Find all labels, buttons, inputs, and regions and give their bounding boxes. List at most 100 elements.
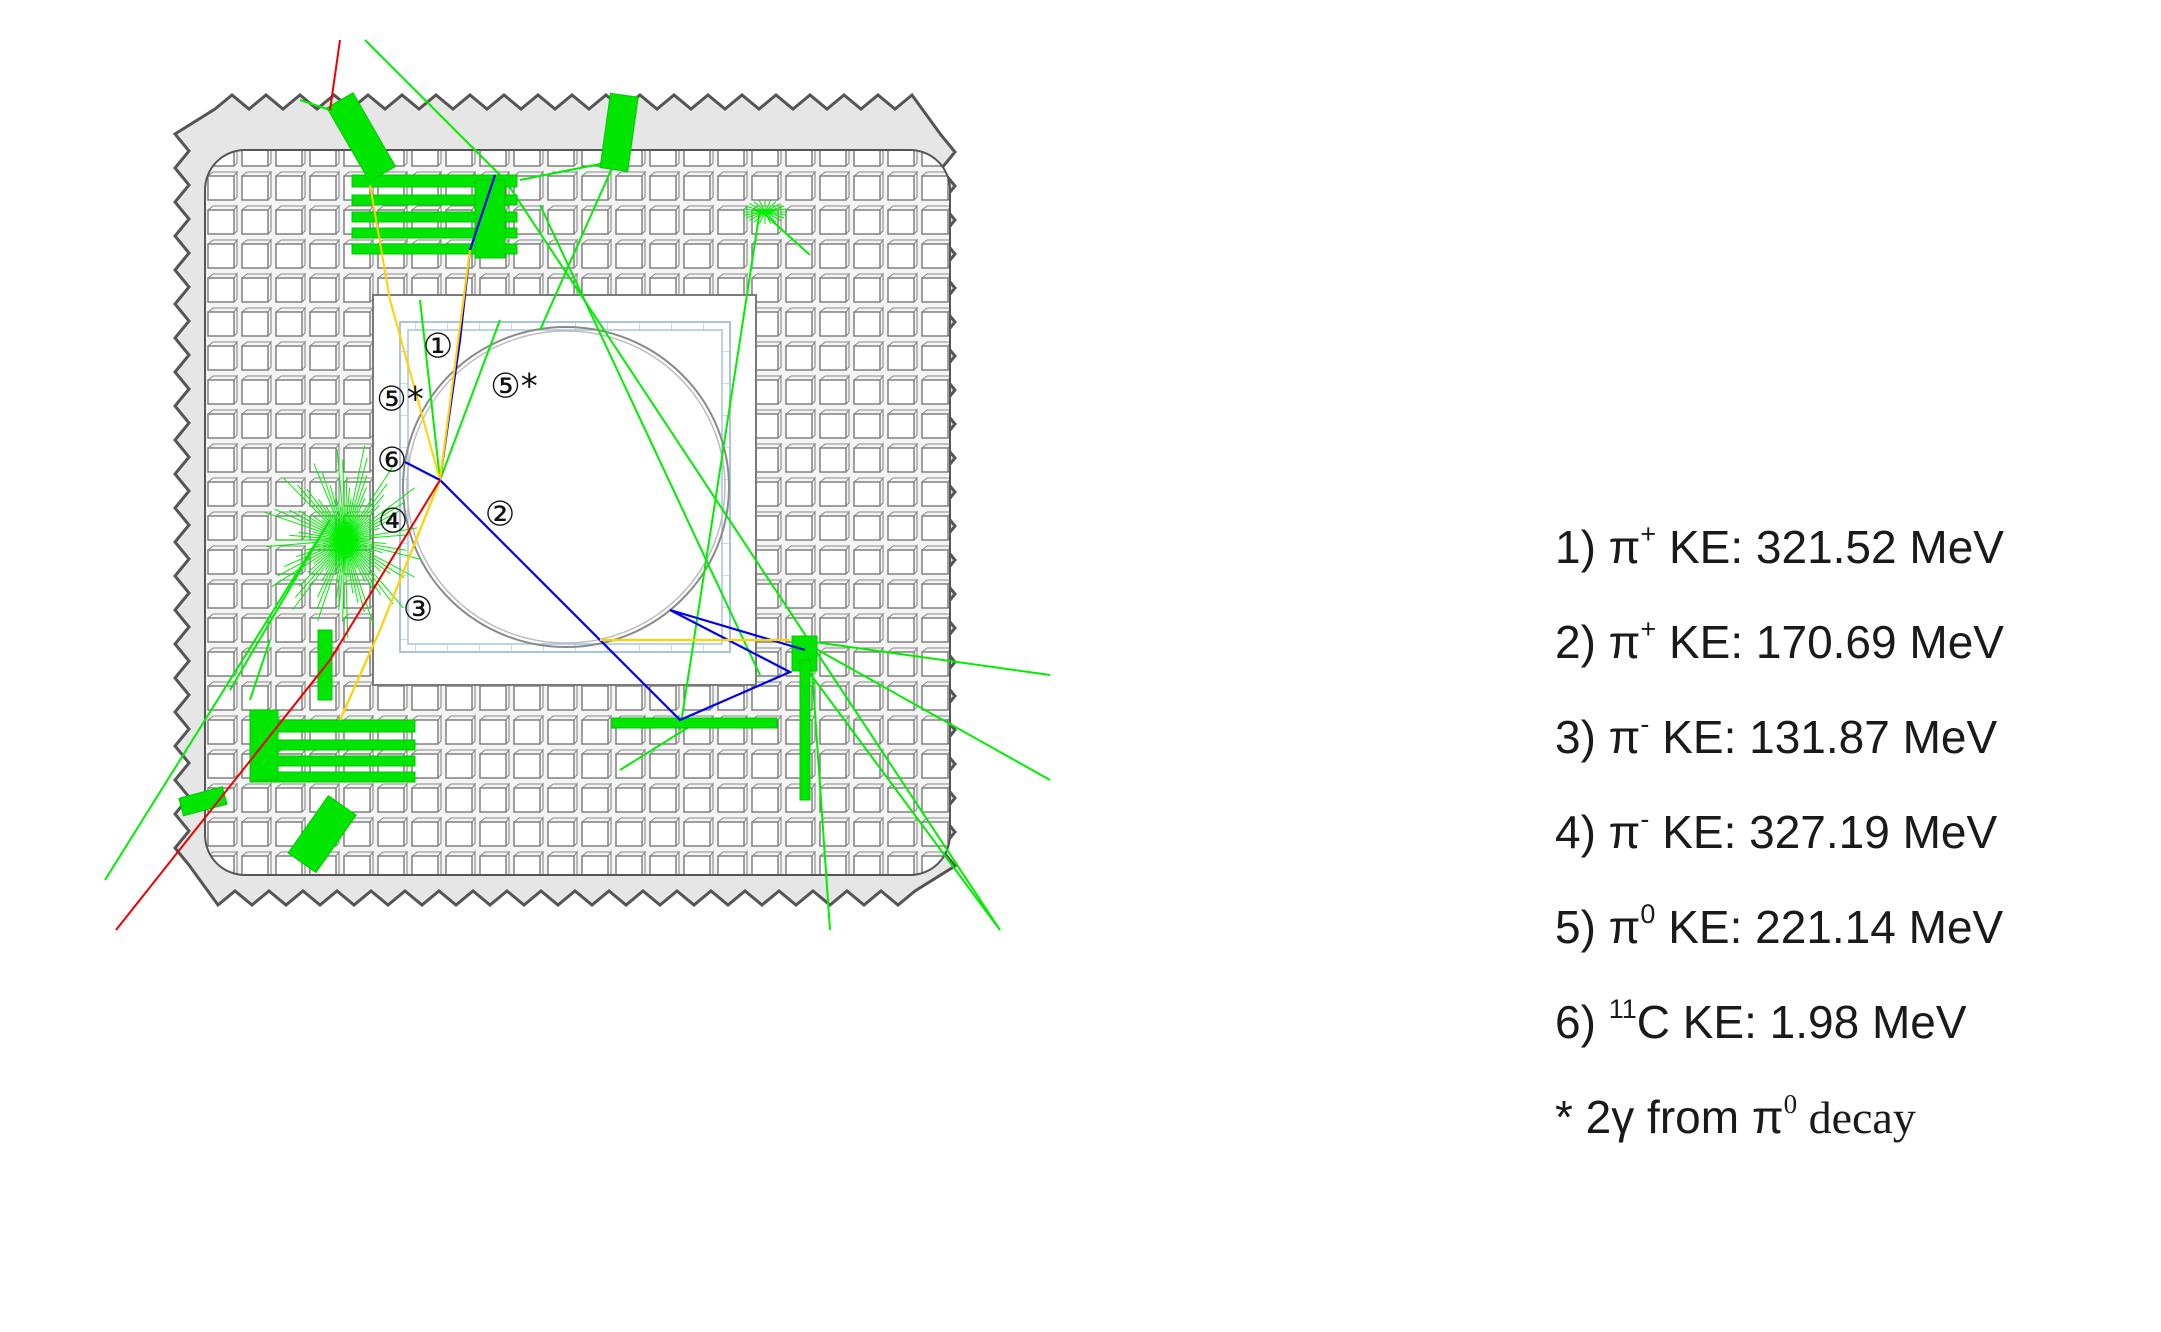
legend-item: 3) π- KE: 131.87 MeV [1555, 709, 1998, 764]
shower-spray-line [313, 463, 346, 541]
photon-track-line [249, 639, 271, 701]
photon-track-line [799, 639, 1051, 676]
track-tag-2: ② [485, 495, 515, 535]
photon-track-line [539, 149, 621, 331]
shower-spray-line [336, 539, 346, 571]
shower-spray-line [344, 510, 400, 541]
shower-spray-line [344, 539, 386, 544]
shower-spray-line [342, 459, 346, 541]
shower-spray-line [745, 205, 766, 213]
shower-spray-line [344, 539, 349, 639]
shower-spray-line [764, 203, 781, 213]
shower-spray-line [749, 211, 766, 221]
shower-spray-line [336, 449, 346, 541]
shower-spray-line [743, 208, 766, 213]
shower-spray-line [745, 211, 766, 219]
shower-spray-line [344, 475, 368, 541]
shower-spray-line [764, 211, 785, 219]
shower-spray-line [316, 539, 346, 610]
shower-spray-line [271, 539, 346, 588]
track-tag-1: ① [423, 327, 453, 367]
shower-spray-line [344, 483, 388, 541]
shower-spray-line [338, 539, 346, 611]
shower-spray-line [329, 485, 346, 541]
photon-track-line [679, 209, 761, 731]
shower-spray-line [344, 539, 374, 553]
shower-spray-line [277, 539, 346, 577]
shower-spray-line [344, 539, 373, 590]
shower-spray-line [298, 510, 346, 541]
shower-spray-line [344, 487, 351, 541]
shower-spray-line [344, 539, 365, 613]
shower-spray-line [303, 539, 346, 551]
shower-spray-line [274, 508, 346, 541]
shower-spray-line [764, 211, 772, 224]
shower-spray-line [335, 539, 346, 600]
legend-item: * 2γ from π0 decay [1555, 1089, 1916, 1144]
legend-item: 4) π- KE: 327.19 MeV [1555, 804, 1998, 859]
shower-spray-line [344, 466, 393, 541]
shower-spray-line [283, 477, 346, 541]
shower-spray-line [264, 511, 346, 541]
track-tag-4: ④ [378, 502, 408, 542]
shower-spray-line [344, 527, 418, 541]
shower-spray-line [283, 539, 346, 568]
shower-spray-line [344, 476, 348, 541]
shower-spray-line [342, 539, 346, 622]
shower-spray-line [344, 498, 366, 541]
shower-spray-line [344, 457, 368, 541]
shower-spray-line [764, 211, 781, 221]
shower-spray-line [266, 539, 346, 548]
shower-spray-line [758, 211, 766, 224]
photon-track-line [799, 639, 1051, 781]
track-tag-5b: ⑤* [490, 367, 537, 407]
shower-spray-line [344, 539, 354, 594]
shower-spray-line [344, 494, 385, 541]
legend-item: 5) π0 KE: 221.14 MeV [1555, 899, 2004, 954]
legend-item: 6) 11C KE: 1.98 MeV [1555, 994, 1967, 1049]
shower-spray-line [344, 539, 359, 604]
shower-spray-line [764, 208, 787, 213]
photon-track-line [799, 659, 1001, 931]
shower-spray-line [344, 539, 394, 605]
shower-spray-line [317, 539, 346, 622]
shower-spray-line [344, 501, 406, 541]
pi-minus-track-3 [338, 479, 442, 721]
shower-spray-line [339, 504, 346, 541]
shower-spray-line [298, 531, 346, 541]
shower-spray-line [344, 532, 372, 541]
shower-spray-line [318, 499, 346, 541]
charged-tracks [115, 39, 806, 931]
photon-shower-tracks [104, 39, 1051, 931]
shower-spray-line [764, 205, 785, 213]
shower-spray-line [764, 200, 772, 213]
shower-spray-line [307, 539, 346, 573]
photon-track-line [539, 204, 761, 676]
target-ring [402, 326, 730, 648]
shower-spray-line [344, 539, 381, 572]
shower-spray-line [344, 539, 405, 579]
shower-spray-line [306, 488, 346, 541]
proton-track [115, 39, 441, 931]
shower-spray-line [344, 539, 373, 568]
shower-spray-line [332, 513, 346, 541]
carbon-11-track [404, 461, 441, 481]
shower-spray-line [344, 487, 367, 541]
shower-spray-line [321, 470, 346, 541]
shower-spray-line [753, 211, 766, 223]
shower-spray-line [764, 201, 777, 213]
track-tag-6: ⑥ [377, 441, 407, 481]
track-tag-3: ③ [403, 590, 433, 630]
legend-item: 2) π+ KE: 170.69 MeV [1555, 614, 2004, 669]
shower-spray-line [753, 201, 766, 213]
pi-minus-track-4 [438, 249, 790, 642]
photon-track-line [809, 639, 831, 931]
shower-spray-line [344, 498, 352, 541]
legend-item: 1) π+ KE: 321.52 MeV [1555, 519, 2004, 574]
shower-spray-line [344, 539, 391, 575]
shower-spray-line [317, 539, 346, 598]
shower-spray-line [344, 519, 393, 541]
shower-spray-line [344, 539, 375, 626]
shower-spray-line [295, 539, 346, 558]
